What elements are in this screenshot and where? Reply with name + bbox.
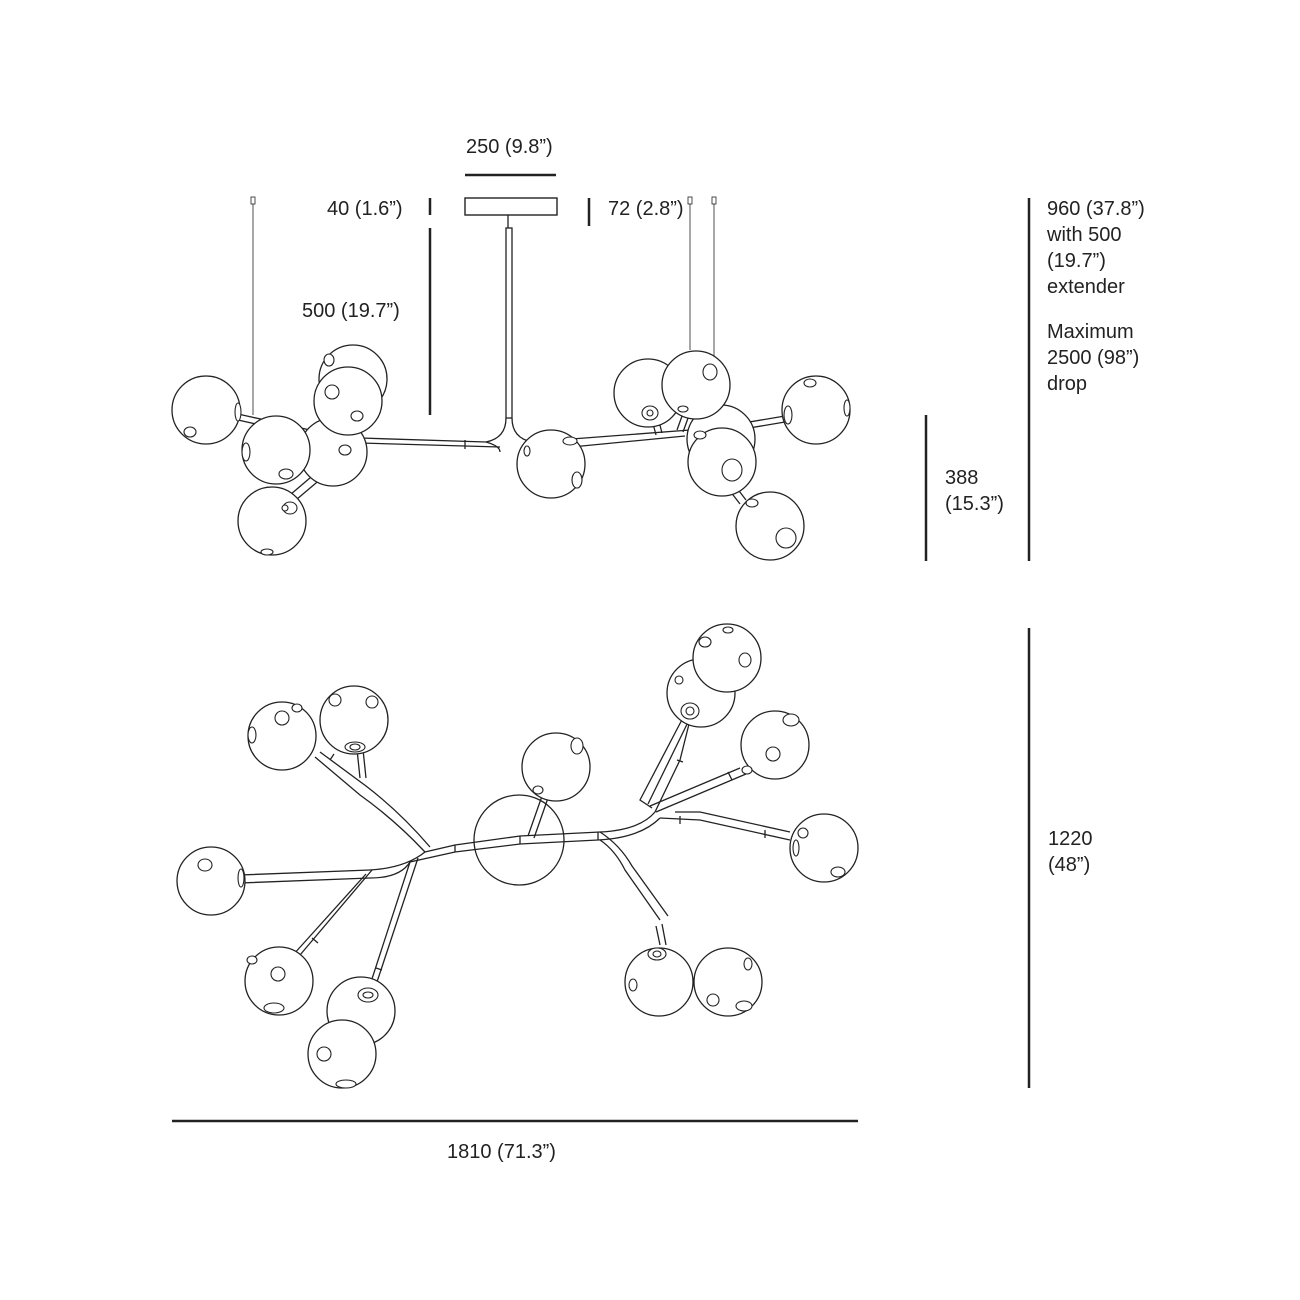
depth-label: 1220 (48”)	[1048, 826, 1093, 878]
max-drop-line1: Maximum	[1047, 321, 1134, 343]
plan-view	[176, 623, 859, 1089]
body-height-inches: (15.3”)	[945, 493, 1004, 515]
max-drop-label: Maximum 2500 (98”) drop	[1047, 319, 1139, 397]
total-height-line2: with 500	[1047, 224, 1122, 246]
rod-body	[505, 227, 513, 419]
width-label: 1810 (71.3”)	[447, 1141, 556, 1163]
canopy	[464, 197, 558, 216]
plan-globe-holes	[197, 626, 846, 1089]
max-drop-line2: 2500 (98”)	[1047, 347, 1140, 369]
globe	[781, 375, 851, 445]
globe	[740, 710, 810, 780]
globe	[516, 429, 586, 499]
globe	[171, 375, 241, 445]
side-elevation-view	[171, 196, 851, 561]
total-height-line4: extender	[1047, 276, 1125, 298]
dimension-lines	[172, 173, 1031, 1123]
globe	[176, 846, 246, 916]
canopy-width-label: 250 (9.8”)	[466, 136, 553, 158]
total-height-line3: (19.7”)	[1047, 250, 1106, 272]
rod-length-label: 500 (19.7”)	[302, 300, 400, 322]
body-height-value: 388	[945, 467, 979, 489]
total-height-value: 960 (37.8”)	[1047, 198, 1145, 220]
plan-globes	[176, 623, 859, 1089]
globe	[687, 427, 757, 497]
globe	[241, 415, 311, 485]
depth-value: 1220	[1048, 828, 1093, 850]
body-height-label: 388 (15.3”)	[945, 465, 1004, 517]
side-globe-holes	[183, 353, 851, 556]
globe	[661, 350, 731, 420]
side-globes	[171, 344, 851, 561]
plan-joints	[311, 753, 766, 971]
globe	[313, 366, 383, 436]
max-drop-line3: drop	[1047, 373, 1088, 395]
canopy-total-label: 72 (2.8”)	[608, 198, 684, 220]
total-height-label: 960 (37.8”) with 500 (19.7”) extender	[1047, 196, 1145, 300]
depth-inches: (48”)	[1048, 854, 1091, 876]
globe	[237, 486, 307, 556]
globe	[789, 813, 859, 883]
canopy-height-label: 40 (1.6”)	[327, 198, 403, 220]
